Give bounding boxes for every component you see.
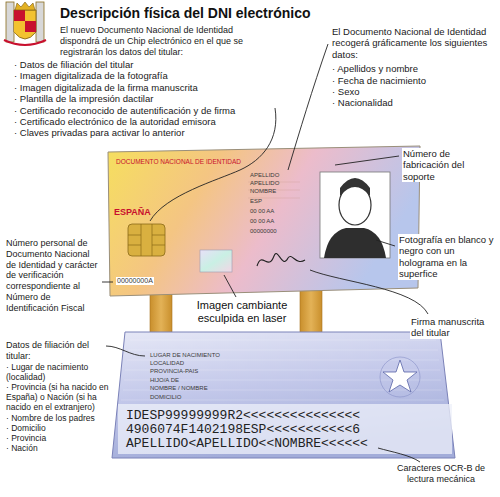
- callout-text: Número de fabricación del soporte: [402, 148, 498, 182]
- fold-strip: [300, 284, 322, 336]
- shield-quarter: [14, 10, 25, 21]
- emblem-star: [383, 360, 417, 392]
- bullet-item: · Domicilio: [6, 423, 110, 433]
- laser-image: [200, 250, 232, 272]
- diagram-title: Descripción física del DNI electrónico: [60, 5, 311, 22]
- bullet-item: · Sexo: [332, 86, 494, 97]
- photo-frame: [320, 172, 390, 258]
- emblem-ring: [380, 357, 420, 397]
- leader-line: [106, 346, 145, 356]
- pillar: [36, 2, 44, 42]
- ocr-line: APELLIDO<APELLIDO<<NOMBRE<<<<<<: [126, 436, 368, 452]
- guilloche-pattern: [121, 340, 444, 400]
- card-back-body: [112, 332, 455, 458]
- callout-text: Firma manuscrita del titular: [410, 316, 498, 339]
- callout-text: Imagen cambiante esculpida en laser: [188, 299, 296, 325]
- bullet-item: · Nación: [6, 443, 110, 453]
- shield-quarter: [25, 21, 36, 32]
- card-field: 00 00 AA: [250, 208, 274, 215]
- card-field: 00000000: [250, 228, 277, 235]
- list-heading: Datos de filiación del titular:: [6, 340, 110, 362]
- ocr-line: 4906074F1402198ESP<<<<<<<<<<<6: [126, 422, 360, 438]
- card-heading: DOCUMENTO NACIONAL DE IDENTIDAD: [116, 158, 241, 165]
- callout-text: Caracteres OCR-B de lectura mecánica: [386, 463, 496, 485]
- ocr-line: IDESP99999999R2<<<<<<<<<<<<<<<: [126, 408, 360, 424]
- bullet-item: · Provincia: [6, 433, 110, 443]
- intro-text: El Documento Nacional de Identidad recog…: [332, 26, 494, 60]
- card-field: NOMBRE: [250, 188, 276, 195]
- callout-text: Fotografía en blanco y negro con un holo…: [398, 234, 498, 280]
- leader-line: [102, 282, 113, 283]
- card-field: LUGAR DE NACIMIENTO: [150, 352, 220, 359]
- callout-text: Número personal de Documento Nacional de…: [6, 238, 100, 314]
- card-front-body: [108, 146, 420, 296]
- signature: [257, 253, 305, 266]
- card-number: 00000000A: [116, 277, 154, 285]
- bullet-item: · Fecha de nacimiento: [332, 75, 494, 86]
- card-field: APELLIDO: [250, 172, 279, 179]
- leader-line: [335, 156, 399, 165]
- card-field: ESP: [250, 198, 262, 205]
- photo-hair: [340, 178, 370, 196]
- leader-line: [378, 448, 420, 462]
- bullet-item: · Imagen digitalizada de la firma manusc…: [14, 82, 264, 93]
- ocr-zone: [118, 404, 452, 454]
- chip-contacts: [128, 224, 165, 256]
- bullet-item: · Datos de filiación del titular: [14, 59, 264, 70]
- intro-text: El nuevo Documento Nacional de Identidad…: [60, 25, 275, 57]
- leader-line: [376, 240, 395, 246]
- card-field: APELLIDO: [250, 180, 279, 187]
- bullet-item: · Imagen digitalizada de la fotografía: [14, 70, 264, 81]
- card-field: PROVINCIA-PAIS: [150, 368, 198, 375]
- bullet-item: · Nombre de los padres: [6, 413, 110, 423]
- bullet-item: · Plantilla de la impresión dactilar: [14, 93, 264, 104]
- leader-line: [288, 44, 328, 170]
- bullet-item: · Provincia (si ha nacido en España) o N…: [6, 382, 110, 413]
- bullet-item: · Certificado electrónico de la autorida…: [14, 116, 264, 127]
- photo-shoulders: [324, 228, 386, 258]
- leader-line: [224, 275, 236, 297]
- card-back: [112, 332, 455, 458]
- card-field: DOMICILIO: [150, 394, 181, 401]
- card-field: 00 00 AA: [250, 218, 274, 225]
- bullet-item: · Lugar de nacimiento (localidad): [6, 362, 110, 382]
- bullet-item: · Apellidos y nombre: [332, 63, 494, 74]
- coat-of-arms: [4, 2, 46, 45]
- chip: [128, 224, 165, 256]
- card-field: NOMBRE / NOMBRE: [150, 385, 208, 392]
- shield-quarter: [14, 21, 25, 35]
- bullet-item: · Claves privadas para activar lo anteri…: [14, 127, 264, 138]
- card-field: HIJO/A DE: [150, 377, 179, 384]
- crown: [15, 2, 35, 10]
- card-field: LOCALIDAD: [150, 360, 184, 367]
- ribbon: [4, 40, 46, 45]
- card-country: ESPAÑA: [114, 208, 151, 218]
- bullet-item: · Certificado reconocido de autentificac…: [14, 105, 264, 116]
- card-front: [108, 146, 420, 296]
- bullet-item: · Nacionalidad: [332, 97, 494, 108]
- pillar: [6, 2, 14, 42]
- shield: [14, 10, 36, 39]
